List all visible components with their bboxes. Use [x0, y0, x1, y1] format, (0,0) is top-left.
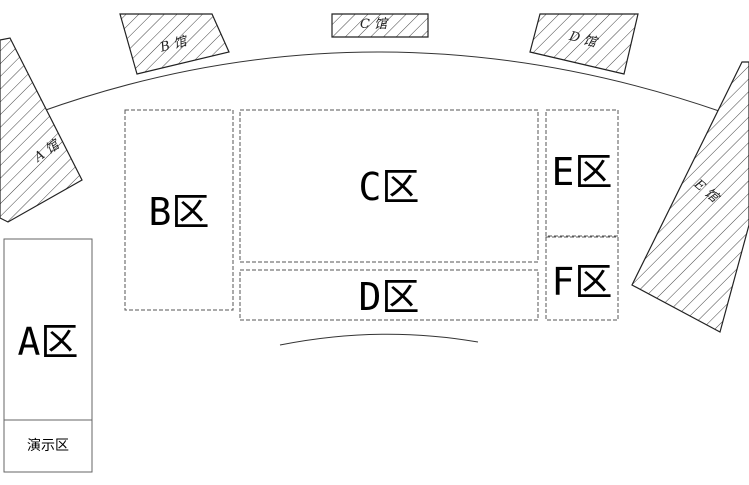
hall-c-label: C 馆	[360, 17, 389, 32]
zone-f-label: F区	[552, 260, 613, 304]
outer-arc	[39, 51, 723, 113]
zone-a-label: A区	[18, 320, 79, 364]
inner-arc	[279, 333, 479, 346]
zone-c: C区	[239, 109, 539, 263]
demo-area-label: 演示区	[27, 438, 69, 454]
zone-f: F区	[545, 236, 619, 321]
hall-b-label: B 馆	[158, 34, 191, 56]
zone-d: D区	[239, 269, 539, 321]
zone-e-label: E区	[552, 150, 613, 194]
hall-b: B 馆	[119, 13, 230, 75]
hall-e: E 馆	[631, 61, 749, 333]
zone-a: A区 演示区	[3, 238, 93, 473]
hall-a: A 馆	[0, 37, 83, 223]
zone-d-label: D区	[359, 275, 420, 319]
zone-b: B区	[124, 109, 234, 311]
zone-e: E区	[545, 109, 619, 237]
hall-d: D 馆	[529, 13, 639, 75]
zone-b-label: B区	[149, 190, 210, 234]
zone-c-label: C区	[359, 165, 420, 209]
hall-c: C 馆	[331, 13, 429, 38]
